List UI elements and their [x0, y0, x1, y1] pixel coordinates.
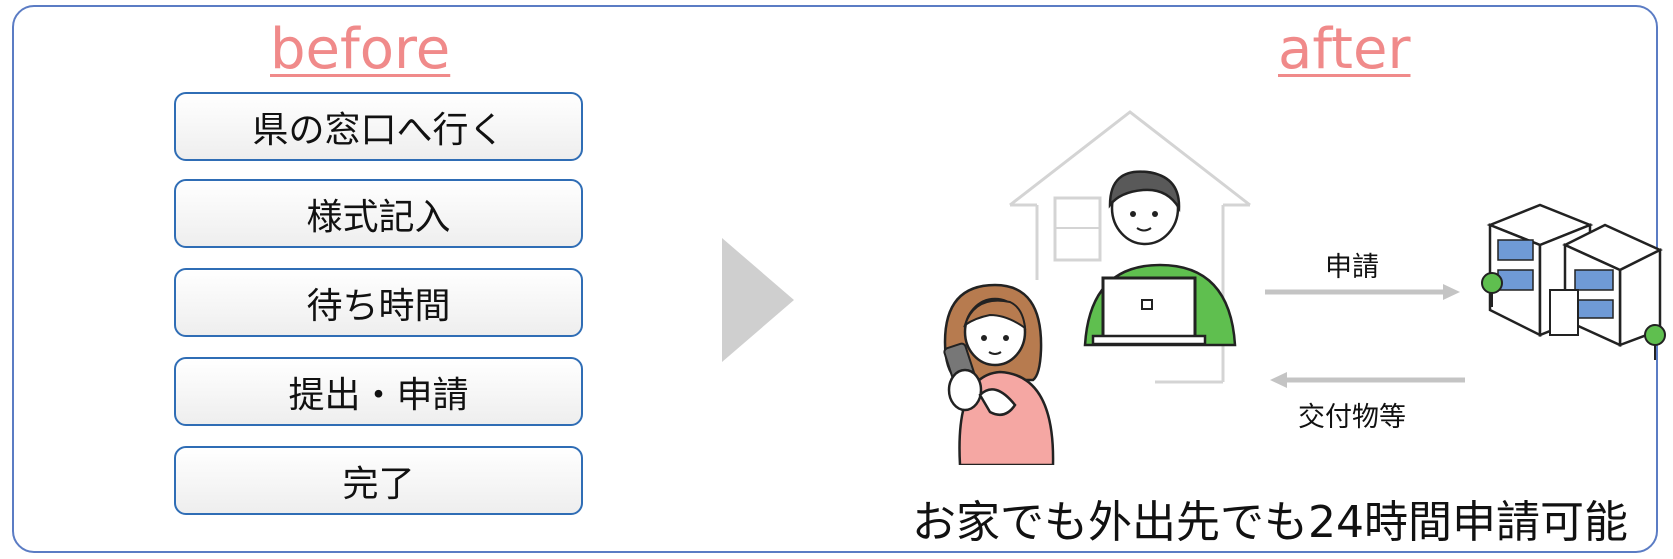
apply-label: 申請 — [1325, 252, 1379, 283]
man-with-laptop-icon — [1083, 170, 1237, 347]
woman-with-phone-icon — [943, 283, 1055, 465]
step-go-to-counter: 県の窓口へ行く — [174, 92, 583, 161]
step-complete: 完了 — [174, 446, 583, 515]
before-heading: before — [270, 17, 451, 82]
step-wait: 待ち時間 — [174, 268, 583, 337]
government-building-icon — [1481, 203, 1666, 360]
flow-arrows-icon — [1265, 284, 1465, 388]
step-fill-form: 様式記入 — [174, 179, 583, 248]
delivery-label: 交付物等 — [1298, 402, 1406, 433]
after-heading: after — [1278, 17, 1411, 82]
step-submit-apply: 提出・申請 — [174, 357, 583, 426]
caption: お家でも外出先でも24時間申請可能 — [912, 497, 1628, 548]
house-icon — [1009, 110, 1251, 384]
transition-arrow-icon — [722, 238, 794, 362]
